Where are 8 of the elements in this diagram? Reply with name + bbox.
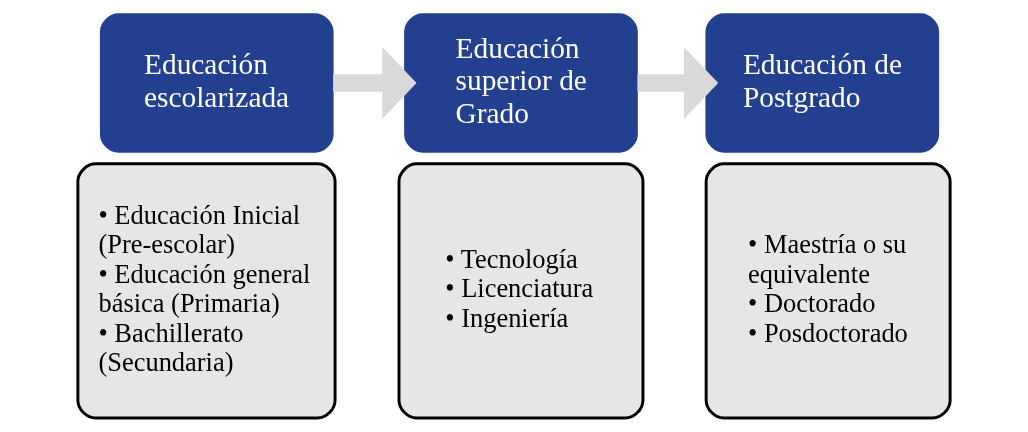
node-box: Educación superior de Grado	[404, 13, 638, 153]
arrow	[637, 47, 719, 119]
node-box: Educación de Postgrado	[705, 13, 940, 153]
node-box: Educación escolarizada	[99, 13, 334, 153]
node-box: • Maestría o su equivalente • Doctorado • Posdoctorado	[704, 162, 952, 420]
arrow	[333, 47, 417, 119]
node-box: • Tecnología • Licenciatura • Ingeniería	[397, 162, 645, 420]
node-box: • Educación Inicial (Pre-escolar) • Educación general básica (Primaria) • Bachillerato (Secundaria)	[76, 162, 337, 420]
